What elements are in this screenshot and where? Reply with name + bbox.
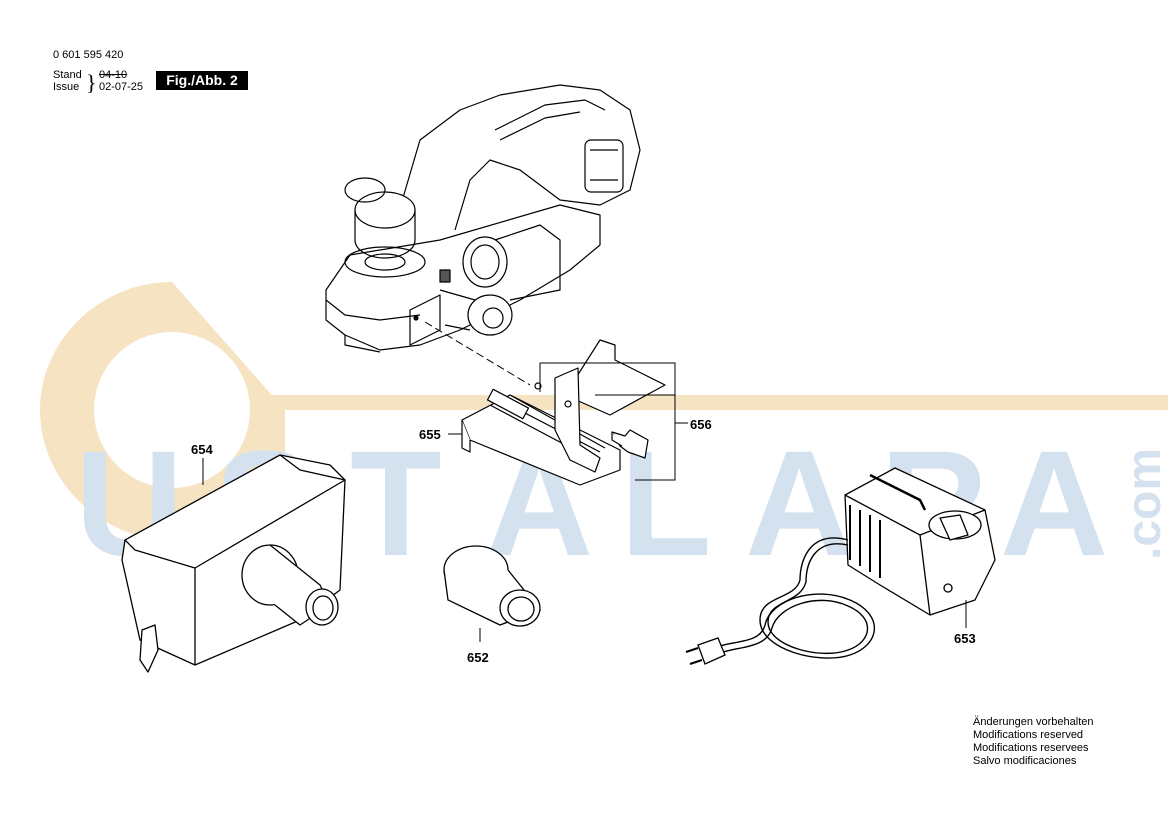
watermark-suffix: .com (1118, 448, 1168, 560)
alignment-line (424, 321, 531, 386)
callout-655: 655 (419, 427, 441, 442)
callout-652: 652 (467, 650, 489, 665)
charger-653 (844, 467, 996, 628)
stand-value: 04-10 (99, 69, 128, 81)
issue-value: 02-07-25 (99, 81, 144, 93)
callout-bracket-656 (448, 362, 688, 481)
callout-656: 656 (690, 417, 712, 432)
planer-illustration (325, 84, 641, 353)
note-de: Änderungen vorbehalten (973, 716, 1094, 728)
plug-icon (685, 637, 726, 665)
note-es: Salvo modificaciones (973, 755, 1077, 767)
figure-label: Fig./Abb. 2 (156, 71, 248, 90)
callout-653: 653 (954, 631, 976, 646)
issue-label: Issue (53, 81, 80, 93)
adapter-652 (443, 545, 542, 642)
stand-label: Stand (53, 69, 82, 81)
watermark-letter: T (350, 419, 442, 587)
case-654 (121, 454, 346, 673)
note-fr: Modifications reservees (973, 742, 1089, 754)
parallel-guide-655 (461, 339, 666, 486)
watermark-letter: A (1000, 419, 1108, 587)
watermark-key-shape (40, 282, 1168, 540)
charger-cord (714, 537, 876, 659)
part-number: 0 601 595 420 (53, 49, 124, 61)
watermark-letter: A (745, 419, 853, 587)
note-en: Modifications reserved (973, 729, 1084, 741)
callout-654: 654 (191, 442, 213, 457)
modification-notes: Änderungen vorbehalten Modifications res… (973, 716, 1093, 768)
brace-glyph: } (86, 70, 97, 95)
